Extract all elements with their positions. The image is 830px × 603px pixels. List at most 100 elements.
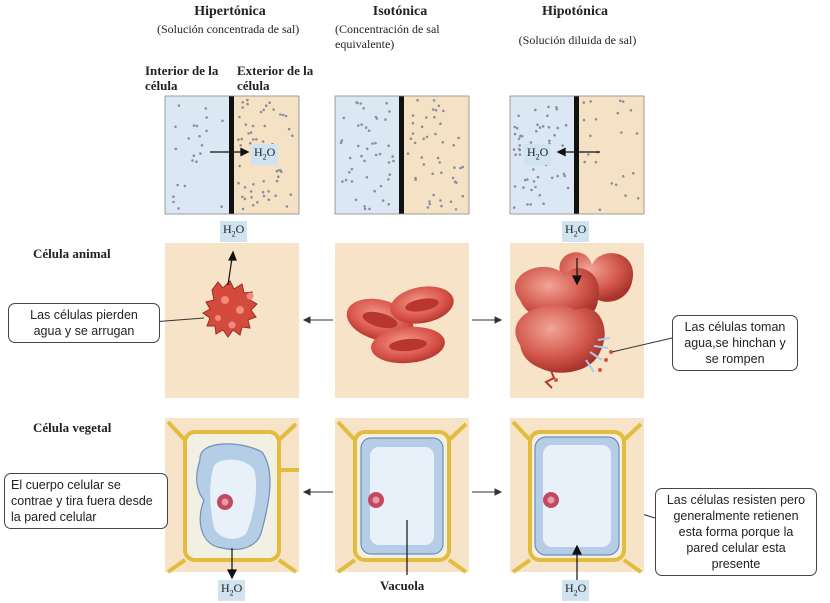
solute-dot xyxy=(555,107,559,111)
solute-dot xyxy=(416,99,419,102)
solute-dot xyxy=(241,207,245,211)
solute-dot xyxy=(583,160,586,164)
solute-dot xyxy=(529,203,532,206)
solute-dot xyxy=(406,152,410,155)
solute-dot xyxy=(524,178,527,182)
solute-dot xyxy=(413,141,417,145)
solute-dot xyxy=(512,206,516,209)
solute-dot xyxy=(550,176,554,180)
solute-dot xyxy=(199,152,202,155)
solute-dot xyxy=(563,174,566,178)
solute-dot xyxy=(547,126,551,129)
row-label-animal: Célula animal xyxy=(33,246,111,261)
solute-dot xyxy=(562,172,566,176)
water-label-box3: H2O xyxy=(524,144,552,166)
solute-dot xyxy=(433,115,436,119)
solute-dot xyxy=(198,135,201,138)
solute-dot xyxy=(262,108,266,112)
solute-dot xyxy=(422,137,426,141)
solution-box-hypertonic xyxy=(164,95,300,215)
solute-dot xyxy=(274,194,277,197)
solute-dot xyxy=(534,185,537,189)
solute-dot xyxy=(420,125,424,129)
solute-dot xyxy=(360,123,364,126)
solute-dot xyxy=(391,155,395,158)
solute-dot xyxy=(205,129,208,133)
solute-dot xyxy=(518,144,521,147)
solute-dot xyxy=(374,153,378,157)
solute-dot xyxy=(564,123,568,127)
solute-dot xyxy=(439,199,442,202)
solute-dot xyxy=(526,178,529,181)
subheader-hypertonic: (Solución concentrada de sal) xyxy=(157,22,300,36)
solute-dot xyxy=(553,133,556,137)
solute-dot xyxy=(442,109,445,113)
solute-dot xyxy=(459,166,462,170)
solute-dot xyxy=(251,124,255,128)
solute-dot xyxy=(368,207,371,211)
solute-dot xyxy=(285,205,289,208)
water-label-animal-left: H2O xyxy=(220,221,248,243)
solute-dot xyxy=(561,144,564,147)
solute-dot xyxy=(513,185,517,188)
solute-dot xyxy=(384,118,387,121)
solute-dot xyxy=(272,108,275,111)
solute-dot xyxy=(621,175,625,178)
solute-dot xyxy=(263,124,267,128)
solute-dot xyxy=(635,132,639,135)
solute-dot xyxy=(529,141,533,144)
callout-animal-hypotonic: Las células toman agua,se hinchan y se r… xyxy=(672,315,798,371)
solute-dot xyxy=(244,123,248,126)
solute-dot xyxy=(177,104,181,107)
solute-dot xyxy=(246,98,249,102)
solute-dot xyxy=(434,108,438,112)
solute-dot xyxy=(409,137,413,140)
solute-dot xyxy=(252,183,255,186)
solute-dot xyxy=(249,190,253,193)
solute-dot xyxy=(220,205,223,208)
solute-dot xyxy=(420,156,424,159)
solute-dot xyxy=(172,200,175,204)
solute-dot xyxy=(632,171,635,175)
solute-dot xyxy=(357,124,360,127)
solute-dot xyxy=(262,194,266,198)
vacuole-label: Vacuola xyxy=(380,578,425,593)
solute-dot xyxy=(373,189,376,193)
solute-dot xyxy=(629,109,633,112)
solute-dot xyxy=(453,166,456,169)
solute-dot xyxy=(434,132,437,136)
solute-dot xyxy=(243,186,247,189)
solute-dot xyxy=(241,106,244,109)
solute-dot xyxy=(239,144,242,147)
solute-dot xyxy=(530,188,533,192)
solute-dot xyxy=(636,197,640,200)
solute-dot xyxy=(522,186,525,189)
solute-dot xyxy=(440,204,443,208)
solute-dot xyxy=(547,105,550,109)
solute-dot xyxy=(364,126,368,129)
solute-dot xyxy=(267,190,270,193)
row-arrows-animal xyxy=(302,316,503,324)
solute-dot xyxy=(519,134,522,138)
solute-dot xyxy=(255,201,259,204)
solute-dot xyxy=(174,147,178,151)
solute-dot xyxy=(431,172,435,176)
solute-dot xyxy=(277,169,281,172)
solute-dot xyxy=(249,142,252,145)
solute-dot xyxy=(195,124,199,128)
solute-dot xyxy=(587,153,590,156)
solute-dot xyxy=(357,144,360,148)
solute-dot xyxy=(204,107,208,110)
solute-dot xyxy=(378,152,382,156)
solute-dot xyxy=(279,113,282,116)
solute-dot xyxy=(241,101,244,104)
callout-plant-hypotonic: Las células resisten pero generalmente r… xyxy=(655,488,817,576)
solute-dot xyxy=(518,153,522,156)
solute-dot xyxy=(367,129,371,132)
solute-dot xyxy=(512,148,516,151)
solute-dot xyxy=(281,113,285,117)
osmosis-arrows xyxy=(210,147,600,157)
row-arrows-plant xyxy=(302,488,503,496)
solute-dot xyxy=(621,100,625,103)
solute-dot xyxy=(268,101,271,104)
